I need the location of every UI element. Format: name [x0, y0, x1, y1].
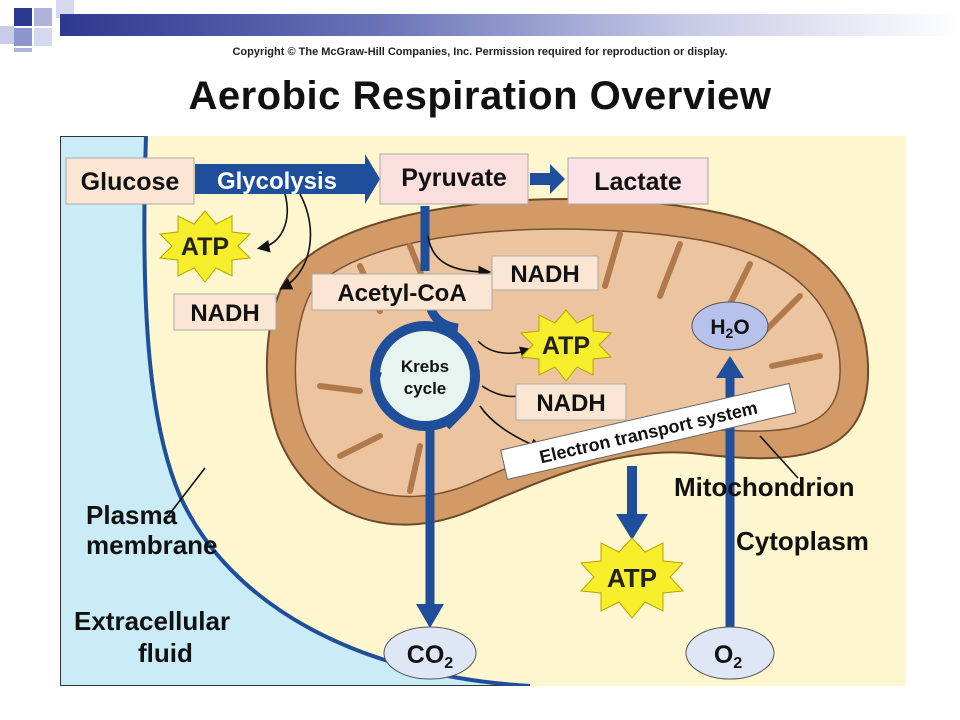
deco-square-5 — [34, 28, 52, 46]
deco-square-2 — [34, 8, 52, 26]
acetylcoa-box — [311, 273, 493, 311]
o2-oval — [685, 626, 775, 680]
deco-square-3 — [0, 26, 14, 44]
deco-square-1 — [14, 8, 32, 26]
arrowhead-co2 — [416, 604, 444, 628]
deco-square-6 — [56, 0, 74, 18]
nadh-box-glycolysis — [173, 293, 277, 331]
nadh-label-glycolysis: NADH — [190, 300, 259, 327]
nadh-label-pyruvate: NADH — [510, 261, 579, 288]
co2-label: CO2 — [407, 641, 454, 672]
arrow-glycolysis-to-nadh — [279, 193, 312, 290]
atp-star-glycolysis — [158, 210, 252, 283]
acetylcoa-label: Acetyl-CoA — [337, 280, 466, 307]
atp-label-krebs: ATP — [542, 332, 590, 360]
plasma-membrane-label-line2: membrane — [86, 530, 218, 560]
h2o-label: H2O — [710, 316, 749, 341]
arrow-krebs-to-atp — [477, 340, 534, 359]
atp-star-krebs — [519, 309, 613, 382]
krebs-label-line1: Krebs — [401, 357, 449, 376]
lactate-label: Lactate — [594, 168, 682, 196]
arrow-glycolysis-to-atp — [256, 193, 289, 253]
arrowhead-ets-atp — [616, 514, 648, 540]
pyruvate-box — [379, 153, 529, 205]
deco-square-7 — [14, 48, 32, 52]
plasma-membrane — [142, 136, 531, 686]
arrow-pyruvate-to-lactate — [530, 164, 565, 194]
o2-label: O2 — [714, 641, 742, 672]
header-bar — [60, 14, 960, 36]
ets-band — [500, 382, 797, 480]
extracellular-label-line2: fluid — [138, 638, 193, 668]
krebs-label-line2: cycle — [404, 379, 447, 398]
mitochondrion-label: Mitochondrion — [674, 472, 855, 502]
cytoplasm-label: Cytoplasm — [736, 526, 869, 556]
glucose-label: Glucose — [81, 168, 180, 196]
arrow-pyruvate-to-nadh — [427, 235, 492, 279]
glucose-box — [65, 157, 195, 205]
krebs-cycle-ring — [370, 321, 480, 431]
deco-square-4 — [14, 28, 32, 46]
arrowhead-h2o — [716, 356, 744, 378]
nadh-label-krebs: NADH — [536, 390, 605, 417]
page-title: Aerobic Respiration Overview — [188, 74, 772, 118]
pyruvate-label: Pyruvate — [401, 164, 507, 192]
copyright-notice: Copyright © The McGraw-Hill Companies, I… — [232, 46, 728, 58]
aerobic-respiration-diagram: Glucose Glycolysis Pyruvate Lactate ATP … — [60, 136, 906, 686]
lactate-box — [567, 157, 709, 205]
h2o-oval — [691, 301, 769, 351]
atp-label-ets: ATP — [607, 563, 657, 593]
atp-label-glycolysis: ATP — [181, 233, 229, 261]
glycolysis-label: Glycolysis — [217, 168, 337, 195]
leader-plasma-membrane — [167, 467, 206, 517]
co2-oval — [383, 626, 477, 680]
nadh-box-krebs — [515, 383, 627, 421]
glycolysis-arrow — [195, 154, 380, 204]
krebs-cycle-arrows — [373, 332, 470, 430]
nadh-box-pyruvate — [491, 255, 599, 291]
extracellular-label-line1: Extracellular — [74, 606, 230, 636]
plasma-membrane-label-line1: Plasma — [86, 500, 178, 530]
leader-mitochondrion — [759, 435, 799, 479]
atp-star-ets — [579, 537, 685, 619]
